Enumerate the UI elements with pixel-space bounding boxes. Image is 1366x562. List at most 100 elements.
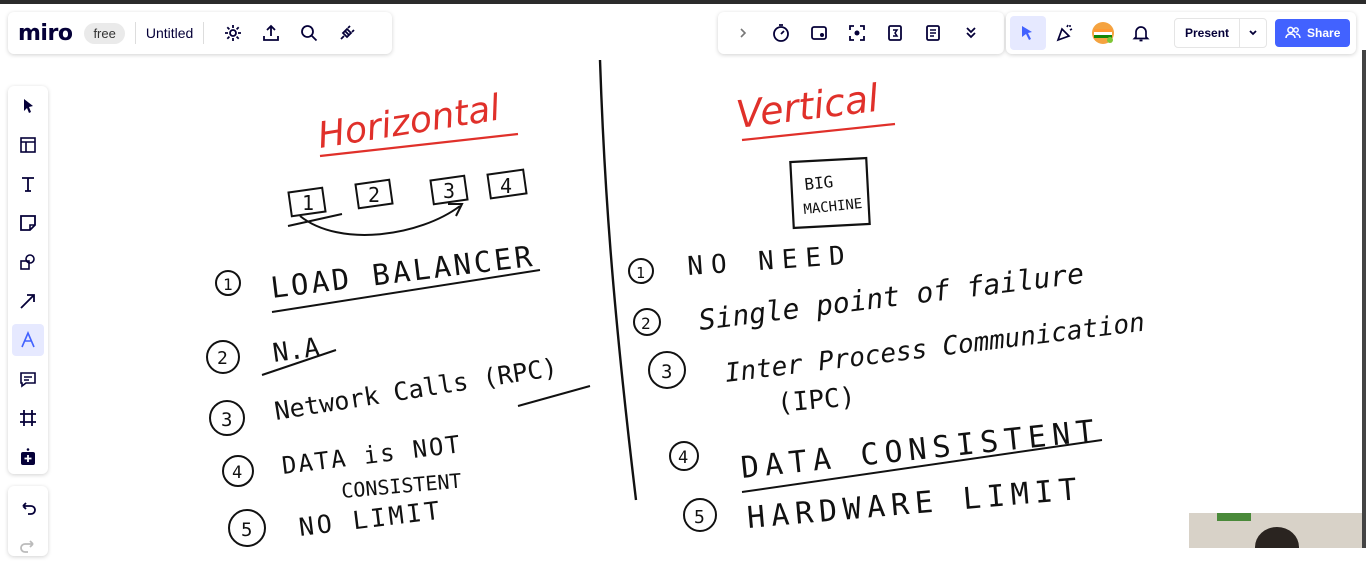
creation-toolbar <box>8 86 48 474</box>
card-button[interactable] <box>800 14 838 52</box>
left-point-5: NO LIMIT <box>297 496 444 542</box>
cursor-icon <box>24 99 33 113</box>
undo-button[interactable] <box>12 492 44 524</box>
point-number-circle <box>222 455 254 487</box>
search-button[interactable] <box>290 14 328 52</box>
point-number: 3 <box>661 361 672 383</box>
search-icon <box>301 25 318 42</box>
scrollbar[interactable] <box>1362 50 1366 548</box>
sticky-note-tool[interactable] <box>12 207 44 239</box>
expand-button[interactable] <box>724 14 762 52</box>
point-number: 4 <box>678 448 688 468</box>
reactions-button[interactable] <box>1046 14 1084 52</box>
number-icon <box>888 25 902 41</box>
point-number: 5 <box>241 519 252 541</box>
bell-icon <box>1132 26 1150 42</box>
settings-button[interactable] <box>214 14 252 52</box>
share-label: Share <box>1307 26 1341 40</box>
server-box <box>486 168 528 200</box>
layout-icon <box>20 137 36 153</box>
cursor-arrow-icon <box>1022 26 1032 40</box>
avatar <box>1092 22 1114 44</box>
webcam-overlay <box>1189 513 1366 548</box>
more-tools-button[interactable] <box>952 14 990 52</box>
server-box <box>429 174 469 206</box>
upload-icon <box>263 24 280 41</box>
comment-tool[interactable] <box>12 363 44 395</box>
frame-tool[interactable] <box>12 402 44 434</box>
shapes-icon <box>20 254 35 270</box>
present-button[interactable]: Present <box>1174 18 1268 48</box>
chevron-down-icon <box>1249 30 1257 36</box>
whiteboard-canvas[interactable]: Horizontal Vertical 1 2 3 4 BIG MACHINE … <box>0 0 1366 548</box>
card-icon <box>811 26 827 40</box>
point-number-circle <box>628 258 654 284</box>
point-number-circle <box>228 509 266 547</box>
right-point-1: NO NEED <box>686 241 853 282</box>
horizontal-points: 1 LOAD BALANCER 2 N.A 3 Network Calls (R… <box>206 239 591 547</box>
right-point-3-line2: (IPC) <box>776 382 857 419</box>
board-name[interactable]: Untitled <box>145 25 194 41</box>
arrow-icon <box>20 294 35 309</box>
pen-icon <box>21 331 35 348</box>
more-apps-tool[interactable] <box>12 441 44 473</box>
point-number-circle <box>669 441 699 471</box>
board-tools-panel <box>718 12 1004 54</box>
point-number: 4 <box>232 463 242 483</box>
gear-icon <box>225 25 242 41</box>
present-label: Present <box>1185 26 1230 40</box>
share-button[interactable]: Share <box>1275 19 1351 47</box>
point-number-circle <box>633 308 661 336</box>
shapes-tool[interactable] <box>12 246 44 278</box>
plan-badge[interactable]: free <box>84 22 125 44</box>
point-number: 2 <box>641 314 651 333</box>
undo-icon <box>22 502 36 515</box>
text-icon <box>22 177 34 192</box>
server-label: 1 <box>302 191 314 215</box>
underline-stroke <box>261 349 337 376</box>
left-point-1: LOAD BALANCER <box>269 239 537 305</box>
machine-label-line2: MACHINE <box>803 196 863 218</box>
server-label: 4 <box>500 174 512 198</box>
point-number-circle <box>215 270 241 296</box>
document-icon <box>926 25 940 41</box>
export-button[interactable] <box>252 14 290 52</box>
sticky-note-icon <box>20 215 36 231</box>
integrations-button[interactable] <box>328 14 366 52</box>
server-box <box>354 178 394 210</box>
plug-icon <box>340 25 355 40</box>
divider-stroke <box>598 59 638 501</box>
connection-line-tool[interactable] <box>12 285 44 317</box>
focus-icon <box>849 25 865 41</box>
notes-button[interactable] <box>914 14 952 52</box>
counter-button[interactable] <box>876 14 914 52</box>
underline-stroke <box>741 439 1103 493</box>
presenter-video <box>1189 513 1366 548</box>
connection-arrow <box>287 203 464 236</box>
present-dropdown[interactable] <box>1239 19 1266 47</box>
divider <box>134 22 136 44</box>
point-number-circle <box>683 498 717 532</box>
machine-box <box>789 156 871 230</box>
templates-tool[interactable] <box>12 129 44 161</box>
underline-stroke <box>517 385 591 407</box>
divider <box>203 22 205 44</box>
vertical-points: 1 NO NEED 2 Single point of failure 3 In… <box>628 241 1146 536</box>
miro-logo[interactable]: miro <box>18 20 73 46</box>
select-tool[interactable] <box>12 90 44 122</box>
point-number-circle <box>648 351 686 389</box>
point-number-circle <box>206 340 240 374</box>
party-popper-icon <box>1056 24 1073 42</box>
cursor-follow-button[interactable] <box>1010 16 1046 50</box>
vertical-underline <box>741 122 896 142</box>
point-number: 5 <box>694 507 705 528</box>
notifications-button[interactable] <box>1122 14 1160 52</box>
text-tool[interactable] <box>12 168 44 200</box>
server-label: 2 <box>368 183 380 207</box>
timer-button[interactable] <box>762 14 800 52</box>
server-label: 3 <box>443 179 455 203</box>
history-panel <box>8 486 48 556</box>
pen-tool[interactable] <box>12 324 44 356</box>
focus-button[interactable] <box>838 14 876 52</box>
user-avatar[interactable] <box>1084 14 1122 52</box>
